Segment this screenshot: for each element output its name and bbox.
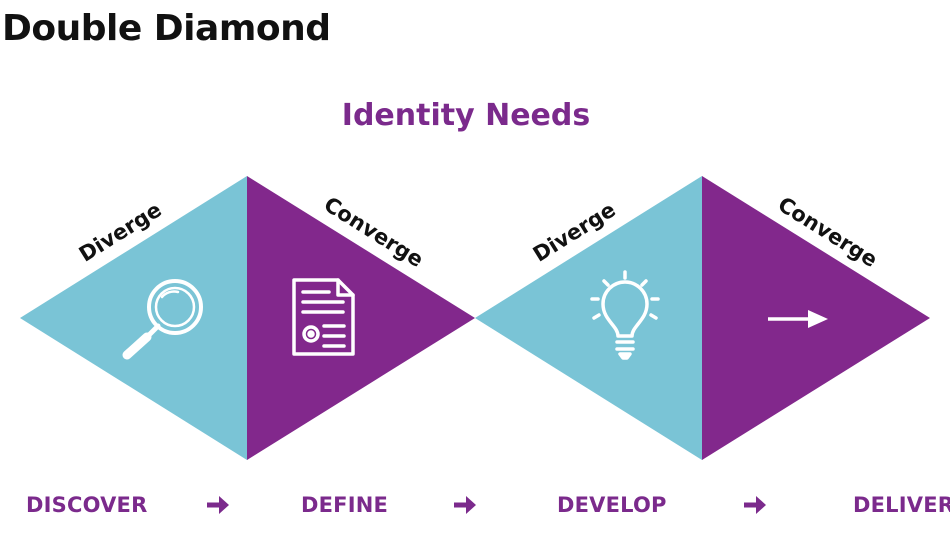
diamond-1-converge-half [247,176,475,460]
page-title: Double Diamond [2,8,331,49]
diamond-2-diverge-half [475,176,702,460]
phase-label-discover: DISCOVER [26,493,148,517]
arrow-right-icon [744,496,766,514]
magnifying-glass-icon [122,279,203,360]
diagram-subtitle: Identity Needs [341,98,591,133]
phase-label-develop: DEVELOP [557,493,667,517]
lightbulb-icon [590,270,660,360]
diamond-1-diverge-half [20,176,247,460]
arrow-right-icon [454,496,476,514]
phase-label-deliver: DELIVER [853,493,950,517]
document-icon [292,278,355,356]
arrow-right-icon [207,496,229,514]
phase-label-define: DEFINE [301,493,389,517]
arrow-right-icon [768,310,828,328]
